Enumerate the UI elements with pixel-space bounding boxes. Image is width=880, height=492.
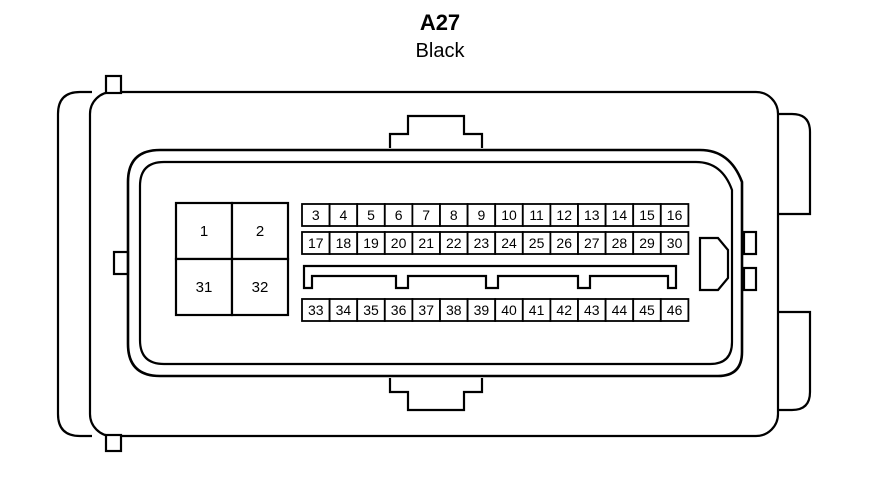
pin-label-15: 15	[639, 207, 655, 223]
pin-label-1: 1	[200, 223, 208, 240]
pin-label-9: 9	[478, 207, 486, 223]
pin-label-19: 19	[363, 235, 379, 251]
pin-label-29: 29	[639, 235, 655, 251]
pin-label-32: 32	[252, 279, 269, 296]
connector-housing	[56, 74, 812, 453]
pin-label-21: 21	[418, 235, 434, 251]
pin-label-25: 25	[529, 235, 545, 251]
pin-cell-16	[659, 203, 690, 227]
pin-label-2: 2	[256, 223, 264, 240]
pin-label-3: 3	[312, 207, 320, 223]
connector-color: Black	[415, 40, 465, 62]
pin-label-8: 8	[450, 207, 458, 223]
pin-label-41: 41	[529, 302, 545, 318]
left-pin-block: 1 2 31 32	[174, 201, 290, 317]
connector-id: A27	[419, 10, 461, 35]
pin-label-36: 36	[391, 302, 407, 318]
pin-label-33: 33	[308, 302, 324, 318]
pin-label-23: 23	[474, 235, 490, 251]
pin-label-34: 34	[336, 302, 352, 318]
pin-label-27: 27	[584, 235, 600, 251]
pin-label-13: 13	[584, 207, 600, 223]
pin-label-18: 18	[336, 235, 352, 251]
pin-label-5: 5	[367, 207, 375, 223]
pin-label-4: 4	[340, 207, 348, 223]
pin-label-43: 43	[584, 302, 600, 318]
pin-label-6: 6	[395, 207, 403, 223]
pin-cell-46	[659, 298, 690, 322]
pin-label-46: 46	[667, 302, 683, 318]
pin-cell-2	[230, 201, 290, 261]
pin-label-39: 39	[474, 302, 490, 318]
pin-label-40: 40	[501, 302, 517, 318]
pin-cell-32	[230, 257, 290, 317]
pin-label-42: 42	[556, 302, 572, 318]
pin-label-11: 11	[529, 207, 544, 223]
pin-label-28: 28	[612, 235, 628, 251]
pin-label-22: 22	[446, 235, 462, 251]
pin-label-14: 14	[612, 207, 628, 223]
pin-label-38: 38	[446, 302, 462, 318]
pin-label-35: 35	[363, 302, 379, 318]
pin-label-44: 44	[612, 302, 628, 318]
pin-label-10: 10	[501, 207, 517, 223]
pin-cell-30	[659, 231, 690, 255]
pin-label-7: 7	[422, 207, 430, 223]
pin-label-45: 45	[639, 302, 655, 318]
pin-label-26: 26	[556, 235, 572, 251]
pin-label-12: 12	[556, 207, 572, 223]
pin-label-31: 31	[196, 279, 213, 296]
pin-label-30: 30	[667, 235, 683, 251]
pin-label-20: 20	[391, 235, 407, 251]
pin-label-16: 16	[667, 207, 683, 223]
pin-label-17: 17	[308, 235, 324, 251]
pin-label-37: 37	[418, 302, 434, 318]
pin-label-24: 24	[501, 235, 517, 251]
